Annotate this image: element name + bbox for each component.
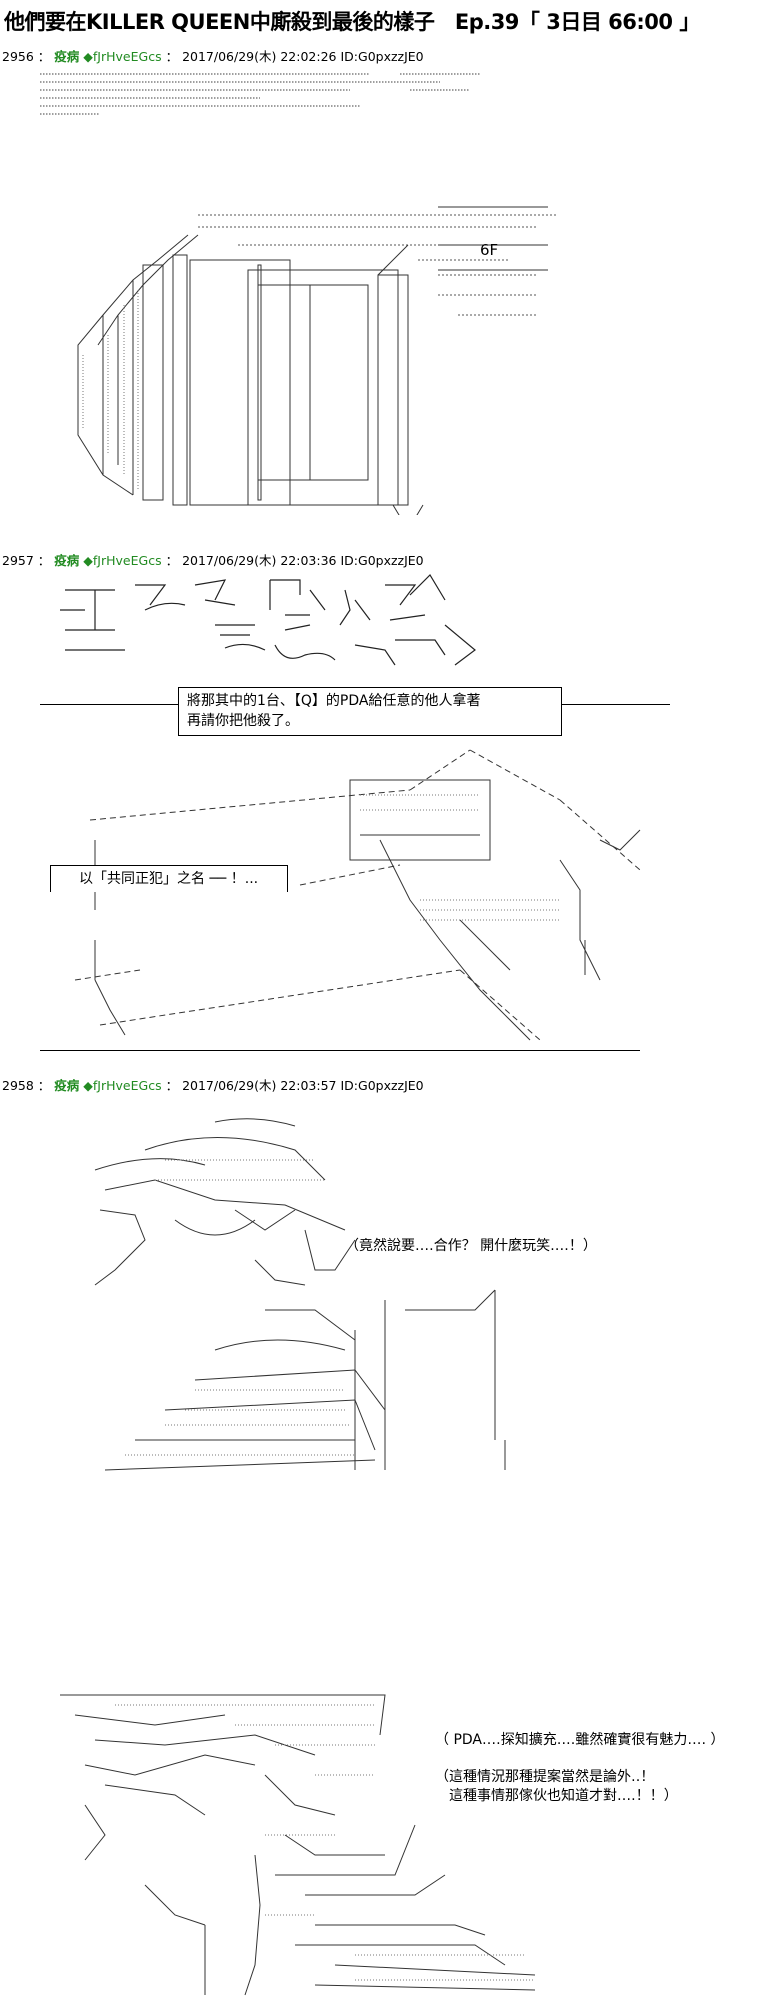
- poster-name: 疫病: [54, 1078, 80, 1093]
- post-header-2958: 2958 ： 疫病 ◆fJrHveEGcs ： 2017/06/29(木) 22…: [2, 1078, 424, 1093]
- page-title: 他們要在KILLER QUEEN中廝殺到最後的樣子 Ep.39「 3日目 66:…: [4, 10, 700, 34]
- poster-name: 疫病: [54, 553, 80, 568]
- post-number: 2956: [2, 49, 34, 64]
- post-header-2956: 2956 ： 疫病 ◆fJrHveEGcs ： 2017/06/29(木) 22…: [2, 49, 424, 64]
- post-number: 2958: [2, 1078, 34, 1093]
- post-date: 2017/06/29(木) 22:03:36: [182, 553, 337, 568]
- elevator-corridor-art: [38, 205, 568, 515]
- inner-speech-3-line-1: （這種情況那種提案當然是論外‥！: [435, 1769, 655, 1785]
- post-header-2957: 2957 ： 疫病 ◆fJrHveEGcs ： 2017/06/29(木) 22…: [2, 553, 424, 568]
- divider-left: [40, 704, 180, 705]
- divider-bottom: [40, 1050, 640, 1051]
- post-id: ID:G0pxzzJE0: [340, 49, 424, 64]
- inner-speech-3-line-2: 這種事情那傢伙也知道才對‥‥！！）: [449, 1787, 678, 1804]
- floor-indicator: 6F: [480, 241, 499, 259]
- inner-speech-3: （這種情況那種提案當然是論外‥！ 這種事情那傢伙也知道才對‥‥！！）: [435, 1768, 678, 1806]
- divider-right: [560, 704, 670, 705]
- poster-trip: ◆fJrHveEGcs: [83, 1078, 162, 1093]
- sound-effect-art: [55, 570, 495, 670]
- perspective-room-art: [40, 740, 660, 1050]
- inner-speech-1: （竟然說要‥‥合作？ 開什麼玩笑‥‥！）: [345, 1238, 597, 1254]
- character-figure-1-art: [55, 1110, 515, 1490]
- poster-trip: ◆fJrHveEGcs: [83, 553, 162, 568]
- dotted-lines-art: [40, 70, 480, 120]
- dialogue-line-1: 將那其中的1台、【Q】的PDA給任意的他人拿著: [187, 693, 481, 709]
- post-id: ID:G0pxzzJE0: [340, 553, 424, 568]
- poster-name: 疫病: [54, 49, 80, 64]
- inner-speech-2: （ PDA‥‥探知擴充‥‥雖然確實很有魅力‥‥ ）: [435, 1732, 725, 1748]
- post-id: ID:G0pxzzJE0: [340, 1078, 424, 1093]
- post-number: 2957: [2, 553, 34, 568]
- dialogue-box-2: 以「共同正犯」之名 ── ！...: [50, 865, 288, 893]
- dialogue-box-2-text: 以「共同正犯」之名 ── ！...: [79, 871, 259, 887]
- dialogue-line-2: 再請你把他殺了。: [187, 713, 299, 730]
- post-date: 2017/06/29(木) 22:03:57: [182, 1078, 337, 1093]
- poster-trip: ◆fJrHveEGcs: [83, 49, 162, 64]
- post-date: 2017/06/29(木) 22:02:26: [182, 49, 337, 64]
- dialogue-box-1: 將那其中的1台、【Q】的PDA給任意的他人拿著 再請你把他殺了。: [178, 687, 562, 736]
- character-figure-2-art: [55, 1685, 555, 2000]
